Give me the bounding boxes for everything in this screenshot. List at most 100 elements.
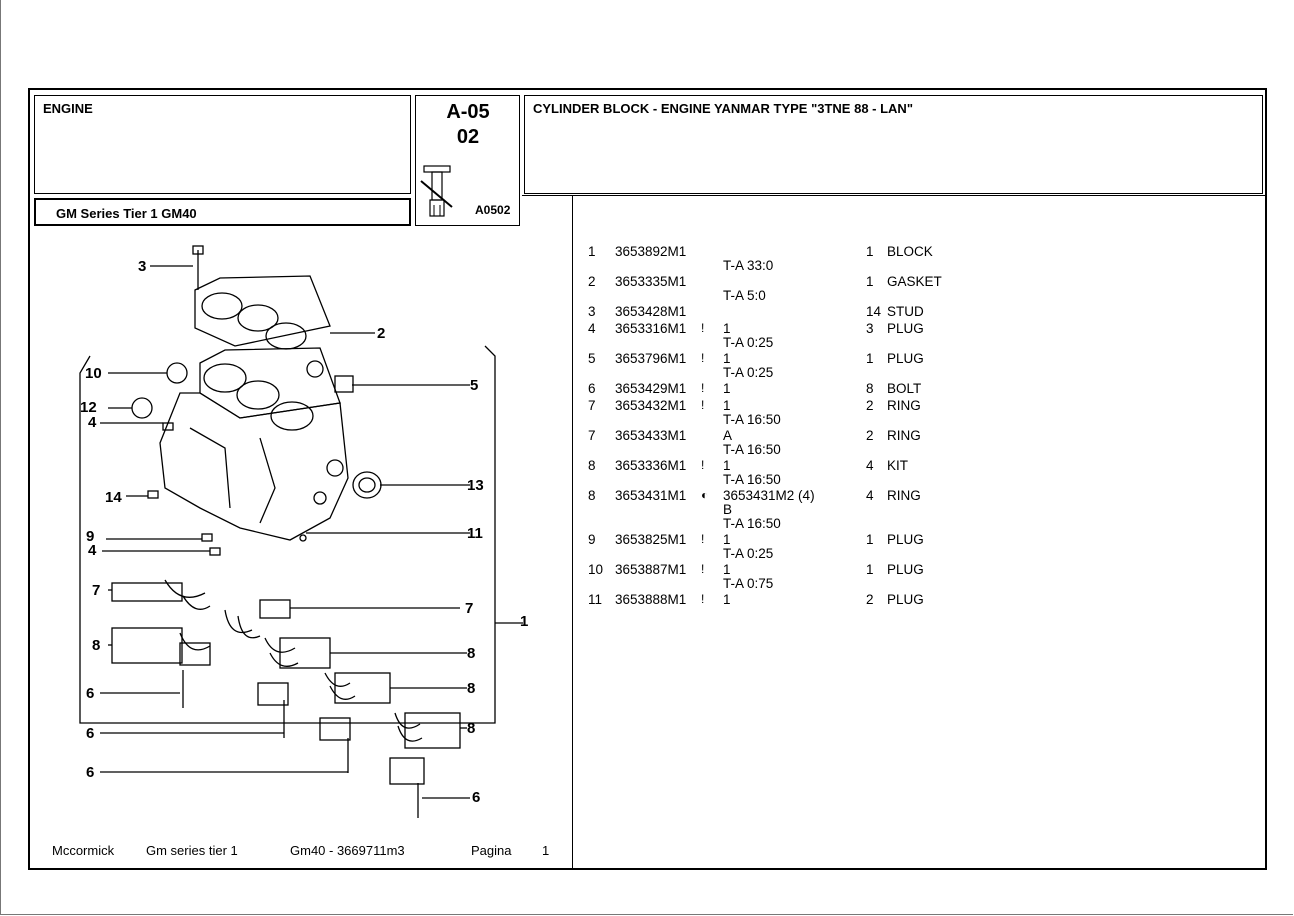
parts-desc: KIT xyxy=(887,458,909,473)
parts-qty_note: 1 xyxy=(723,532,731,547)
parts-qty: 2 xyxy=(866,592,874,607)
parts-qty: 3 xyxy=(866,321,874,336)
parts-desc: GASKET xyxy=(887,274,942,289)
callout-number: 7 xyxy=(92,582,100,599)
parts-part: 3653336M1 xyxy=(615,458,687,473)
callout-number: 13 xyxy=(467,477,484,494)
callout-number: 4 xyxy=(88,542,97,559)
callout-number: 3 xyxy=(138,258,146,275)
group-code: A-05 xyxy=(446,101,490,123)
parts-part: 3653796M1 xyxy=(615,351,687,366)
footer-page-number: 1 xyxy=(542,843,550,858)
parts-qty_note: 1 xyxy=(723,351,731,366)
parts-extra: T-A 16:50 xyxy=(723,472,781,487)
parts-desc: PLUG xyxy=(887,592,924,607)
parts-qty: 1 xyxy=(866,244,874,259)
parts-mark: ! xyxy=(701,562,705,576)
parts-part: 3653825M1 xyxy=(615,532,687,547)
parts-mark: ! xyxy=(701,381,705,395)
parts-qty_note: 1 xyxy=(723,458,731,473)
parts-ref: 1 xyxy=(588,244,596,259)
parts-mark: ! xyxy=(701,398,705,412)
parts-extra: T-A 16:50 xyxy=(723,412,781,427)
parts-desc: PLUG xyxy=(887,351,924,366)
callout-number: 6 xyxy=(86,685,94,702)
parts-qty_note: 1 xyxy=(723,398,731,413)
parts-part: 3653429M1 xyxy=(615,381,687,396)
parts-mark: ! xyxy=(701,592,705,606)
parts-qty: 8 xyxy=(866,381,874,396)
callout-number: 11 xyxy=(467,525,483,542)
parts-ref: 7 xyxy=(588,428,596,443)
parts-part: 3653335M1 xyxy=(615,274,687,289)
parts-ref: 3 xyxy=(588,304,596,319)
parts-part: 3653316M1 xyxy=(615,321,687,336)
parts-desc: RING xyxy=(887,428,921,443)
parts-qty: 1 xyxy=(866,274,874,289)
parts-part: 3653431M1 xyxy=(615,488,687,503)
parts-extra: T-A 33:0 xyxy=(723,258,774,273)
parts-extra: T-A 0:75 xyxy=(723,576,774,591)
parts-qty: 1 xyxy=(866,351,874,366)
parts-extra: T-A 0:25 xyxy=(723,546,774,561)
callout-number: 6 xyxy=(472,789,480,806)
callout-number: 5 xyxy=(470,377,478,394)
parts-desc: RING xyxy=(887,398,921,413)
parts-ref: 9 xyxy=(588,532,596,547)
callout-number: 8 xyxy=(467,720,475,737)
parts-ref: 8 xyxy=(588,488,596,503)
code-box xyxy=(415,95,520,226)
parts-desc: STUD xyxy=(887,304,924,319)
parts-extra: T-A 16:50 xyxy=(723,442,781,457)
parts-qty_note: A xyxy=(723,428,733,443)
parts-mark: ! xyxy=(701,321,705,335)
footer-brand: Mccormick xyxy=(52,843,115,858)
column-divider xyxy=(572,195,573,870)
model-box: GM Series Tier 1 GM40 xyxy=(34,198,411,226)
parts-qty: 1 xyxy=(866,562,874,577)
parts-ref: 4 xyxy=(588,321,596,336)
parts-ref: 7 xyxy=(588,398,596,413)
parts-ref: 11 xyxy=(588,592,603,607)
parts-extra: T-A 0:25 xyxy=(723,365,774,380)
footer-series: Gm series tier 1 xyxy=(146,843,238,858)
model-label: GM Series Tier 1 GM40 xyxy=(56,206,197,221)
parts-desc: PLUG xyxy=(887,532,924,547)
parts-desc: PLUG xyxy=(887,562,924,577)
parts-qty_note: 1 xyxy=(723,592,731,607)
parts-extra: T-A 5:0 xyxy=(723,288,766,303)
callout-number: 9 xyxy=(86,528,94,545)
part-thumbnail-icon xyxy=(420,165,453,217)
footer-page-label: Pagina xyxy=(471,843,512,858)
parts-qty: 2 xyxy=(866,398,874,413)
callout-number: 1 xyxy=(520,613,528,630)
parts-part: 3653432M1 xyxy=(615,398,687,413)
parts-part: 3653433M1 xyxy=(615,428,687,443)
callout-number: 8 xyxy=(467,645,475,662)
section-title: ENGINE xyxy=(43,101,93,116)
parts-qty_note: 1 xyxy=(723,562,731,577)
parts-extra: T-A 16:50 xyxy=(723,516,781,531)
title-box: CYLINDER BLOCK - ENGINE YANMAR TYPE "3TN… xyxy=(524,95,1263,194)
callout-number: 6 xyxy=(86,764,94,781)
parts-ref: 6 xyxy=(588,381,596,396)
parts-desc: BOLT xyxy=(887,381,922,396)
parts-mark: ! xyxy=(701,458,705,472)
callout-number: 8 xyxy=(92,637,100,654)
parts-ref: 2 xyxy=(588,274,596,289)
section-box: ENGINE xyxy=(34,95,411,194)
footer-model: Gm40 - 3669711m3 xyxy=(290,843,405,858)
parts-qty_note: 3653431M2 (4) xyxy=(723,488,815,503)
parts-ref: 5 xyxy=(588,351,596,366)
parts-qty: 14 xyxy=(866,304,882,319)
parts-ref: 8 xyxy=(588,458,596,473)
header-divider xyxy=(522,195,1267,196)
parts-part: 3653888M1 xyxy=(615,592,687,607)
parts-part: 3653892M1 xyxy=(615,244,687,259)
parts-desc: BLOCK xyxy=(887,244,933,259)
callout-number: 14 xyxy=(105,489,122,506)
parts-ref: 10 xyxy=(588,562,604,577)
callout-number: 7 xyxy=(465,600,473,617)
